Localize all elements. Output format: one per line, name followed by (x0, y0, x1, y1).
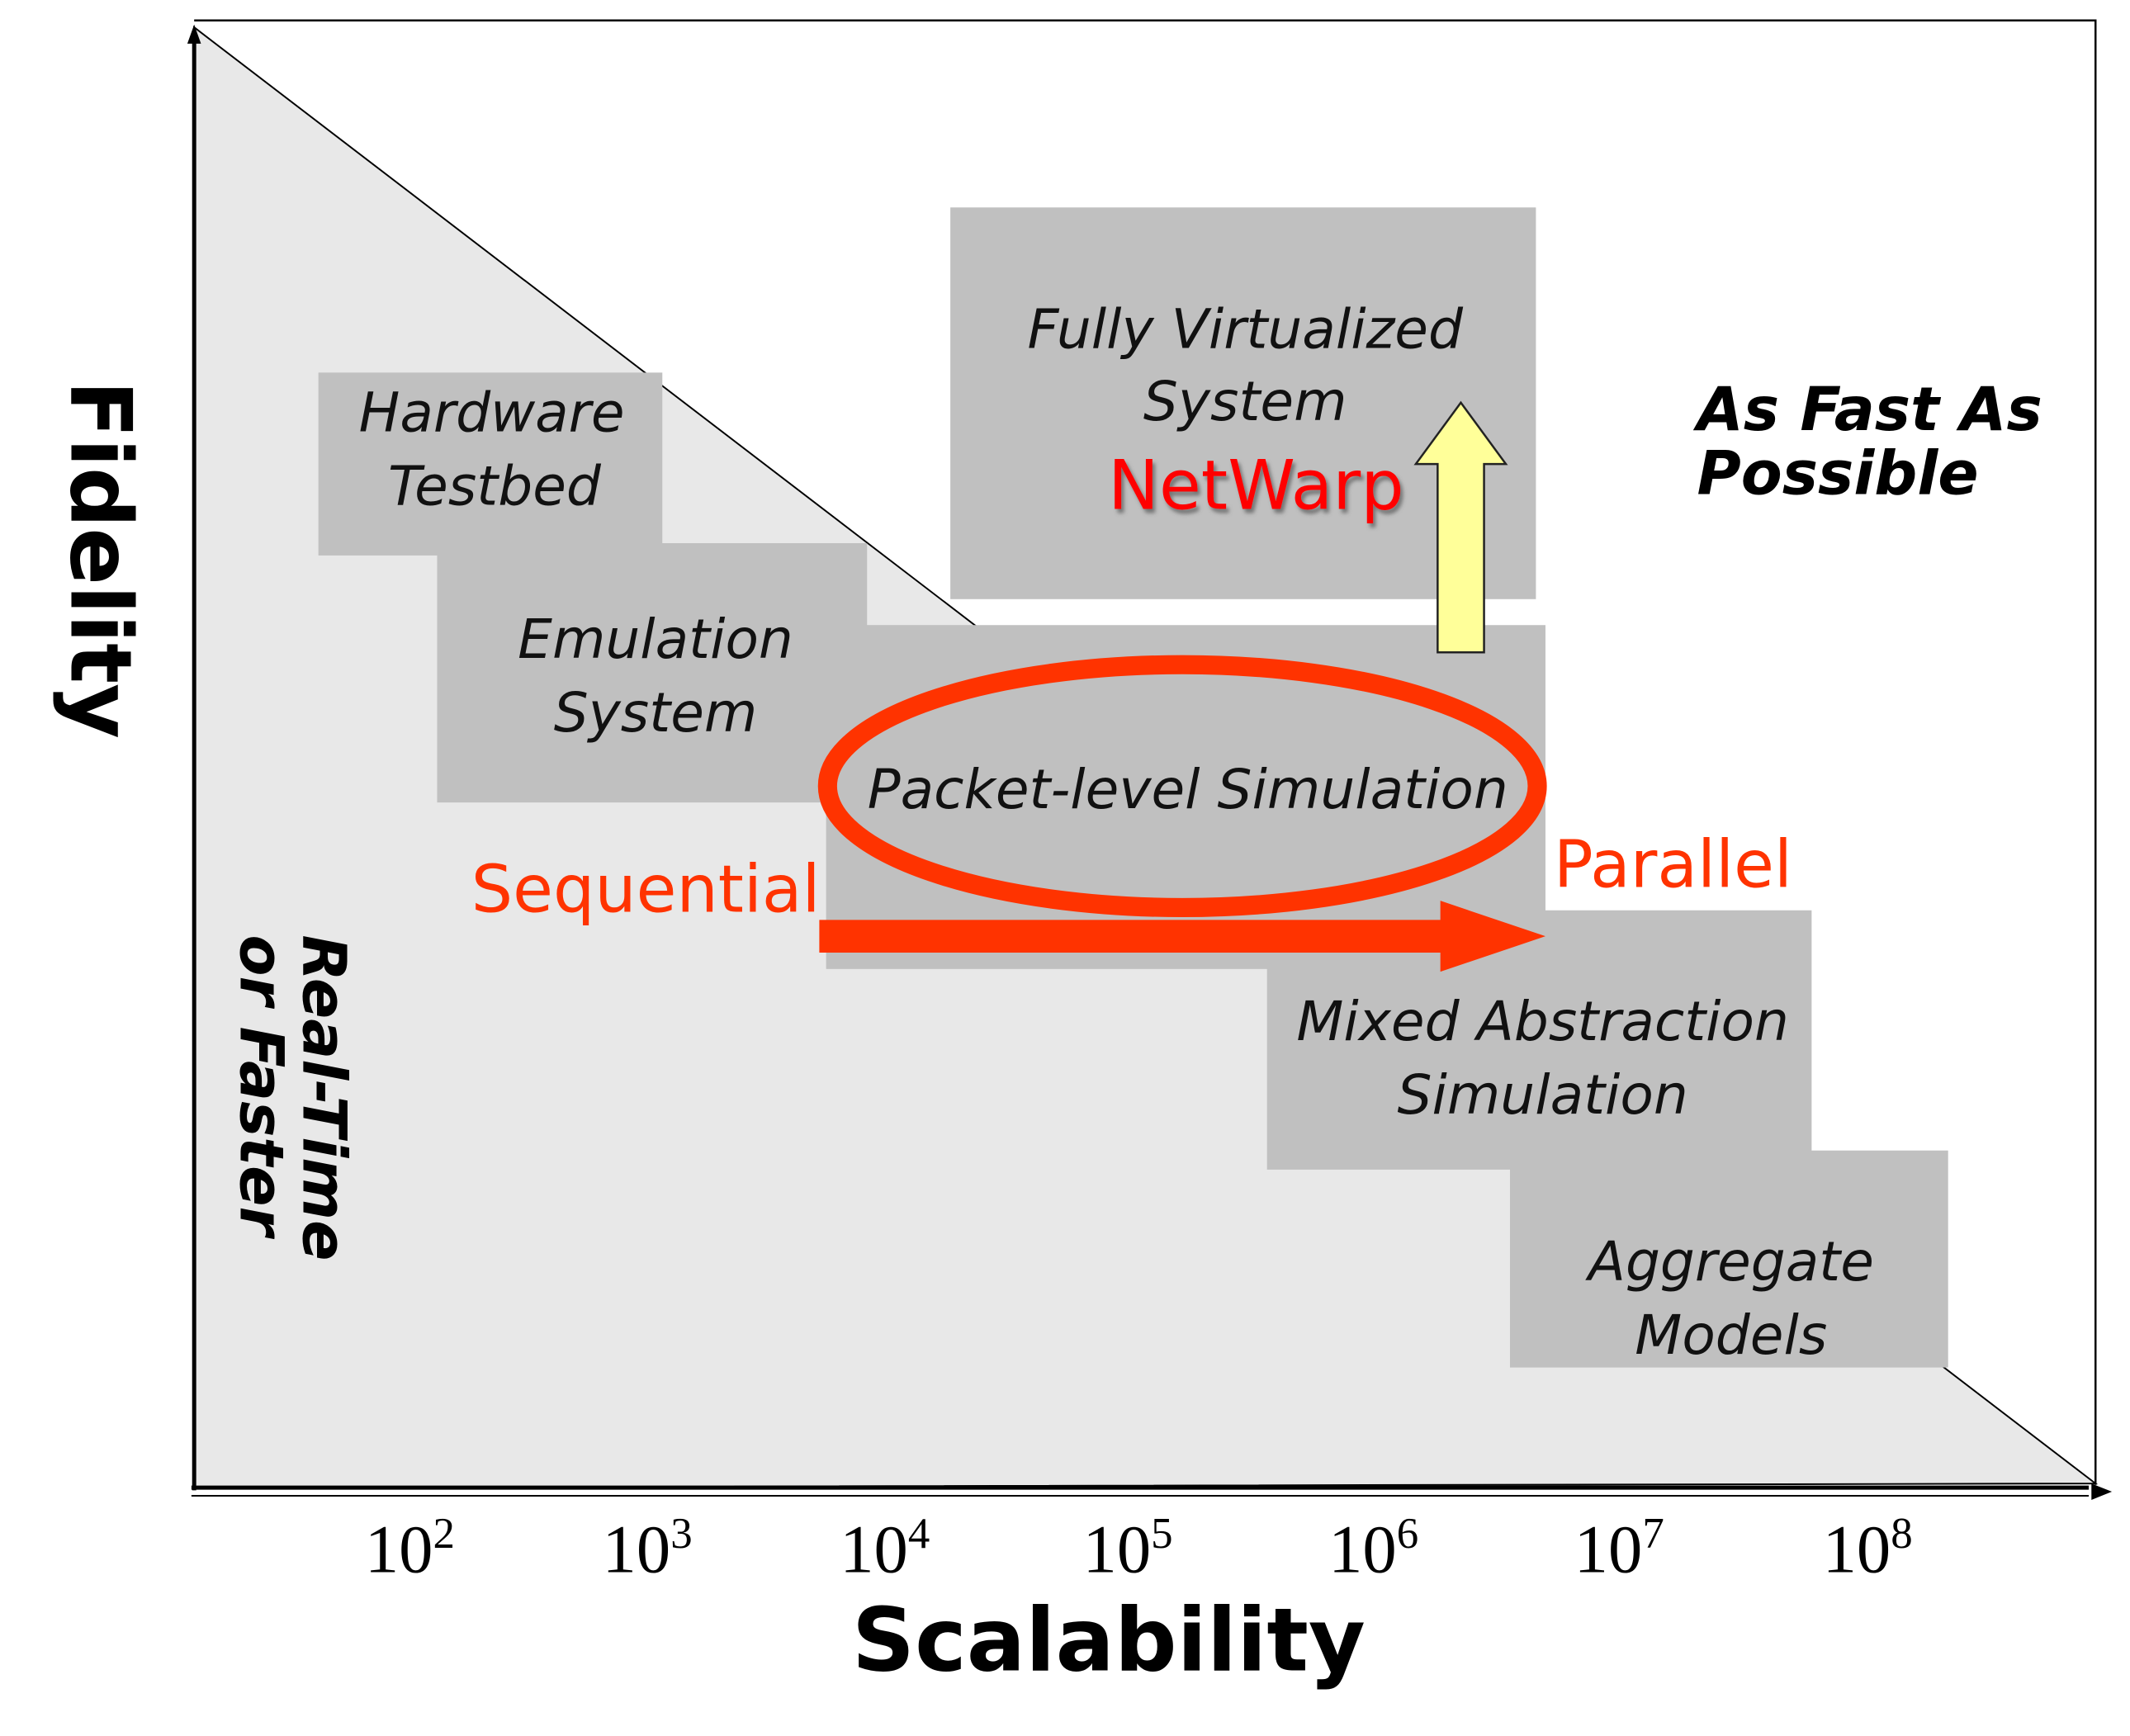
up-arrow-icon (1413, 400, 1508, 654)
parallel-label: Parallel (1554, 826, 1792, 903)
frame (194, 19, 2097, 1485)
real-time-label: Real-Timeor Faster (225, 935, 358, 1261)
label-packet-level: Packet-level Simulation (868, 758, 1508, 821)
x-tick-label: 107 (1574, 1510, 1664, 1587)
box-mixed-abstraction (1266, 910, 1812, 1170)
x-tick-label: 104 (840, 1510, 930, 1587)
x-axis-arrow-icon (2091, 1483, 2113, 1500)
x-tick-label: 106 (1328, 1510, 1418, 1587)
x-axis-label: Scalability (852, 1590, 1366, 1691)
x-tick-labels: 102 103 104 105 106 107 108 (365, 1510, 1913, 1587)
x-tick-label: 102 (365, 1510, 455, 1587)
y-axis-label: Fidelity (50, 381, 149, 739)
box-hardware-testbed (318, 372, 663, 556)
netwarp-label: NetWarp (1108, 447, 1404, 526)
x-tick-label: 108 (1823, 1510, 1913, 1587)
box-aggregate-models (1509, 1150, 1948, 1368)
x-tick-label: 105 (1082, 1510, 1172, 1587)
x-tick-label: 103 (603, 1510, 693, 1587)
sequential-to-parallel-arrow-icon (819, 901, 1545, 972)
packet-level-highlight-ellipse (817, 655, 1547, 918)
y-axis-arrow-icon (187, 24, 201, 44)
sequential-label: Sequential (471, 850, 821, 927)
box-emulation-system (437, 543, 868, 803)
